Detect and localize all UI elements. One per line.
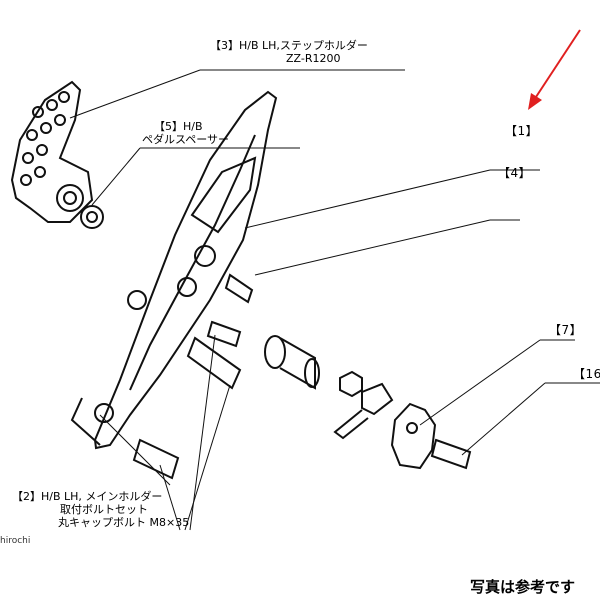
nut-and-rod-end <box>333 370 394 440</box>
clevis-bracket <box>390 402 437 470</box>
part-2-name: 【2】H/B LH, メインホルダー <box>12 490 163 503</box>
part-3-label: 【3】H/B LH,ステップホルダー ZZ-R1200 <box>210 39 368 65</box>
part-3-name: 【3】H/B LH,ステップホルダー <box>210 39 368 52</box>
watermark: hirochi <box>0 536 31 546</box>
reference-note: 写真は参考です <box>470 578 576 596</box>
bolts <box>132 273 472 480</box>
part-3-model: ZZ-R1200 <box>286 52 341 65</box>
part-5-label: 【5】H/B ペダルスペーサー <box>142 120 229 146</box>
part-2-label: 【2】H/B LH, メインホルダー 取付ボルトセット 丸キャップボルト M8×… <box>12 490 189 529</box>
part-2-set: 取付ボルトセット <box>60 503 148 516</box>
brake-pedal <box>10 80 94 223</box>
part-7-callout: 【7】 <box>549 323 583 337</box>
part-4-callout: 【4】 <box>498 166 532 180</box>
part-2-bolt: 丸キャップボルト M8×35 <box>58 516 190 529</box>
part-1-callout: 【1】 <box>505 124 539 138</box>
part-5-desc: ペダルスペーサー <box>142 133 230 146</box>
leader-lines <box>69 69 600 531</box>
step-holder-plate <box>70 90 278 450</box>
part-5-name: 【5】H/B <box>154 120 203 133</box>
red-arrow <box>528 29 581 110</box>
pivot-collar <box>264 335 320 390</box>
pedal-spacer <box>80 205 104 229</box>
part-16-callout: 【16】 <box>573 367 600 381</box>
